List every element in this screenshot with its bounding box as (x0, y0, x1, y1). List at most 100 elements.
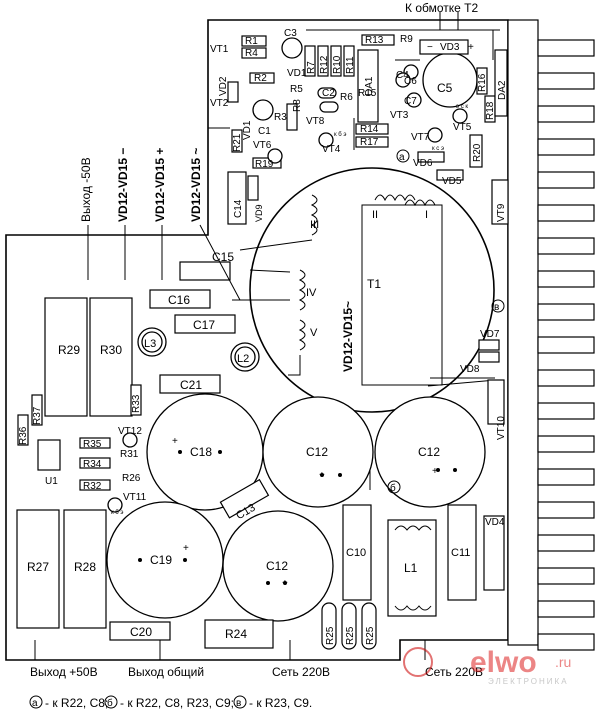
label-vd6: VD6 (413, 158, 433, 169)
winding-ii-coil (404, 199, 436, 207)
heatsink-fin (537, 270, 595, 288)
optocoupler-u1 (37, 439, 61, 471)
label-vd4: VD4 (485, 517, 505, 528)
label-c12-b: C12 (418, 445, 440, 459)
label-vt7: VT7 (411, 132, 430, 143)
label-r3: R3 (274, 112, 287, 123)
label-vd5: VD5 (442, 176, 462, 187)
label-winding-iv: IV (306, 287, 317, 299)
heatsink-fin (537, 468, 595, 486)
resistor-r29 (44, 297, 88, 417)
label-r7: R7 (306, 61, 317, 74)
label-vt2: VT2 (210, 98, 229, 109)
cap-c16 (149, 289, 211, 309)
cap-c12-a (262, 396, 374, 508)
transformer-t1-outline (249, 167, 495, 413)
label-vd-tilde-inner: VD12-VD15~ (341, 301, 355, 372)
label-l2: L2 (237, 353, 249, 365)
svg-text:- к R23, C9.: - к R23, C9. (249, 696, 312, 710)
heatsink-fin (537, 72, 595, 90)
svg-text:- к R22, C8;: - к R22, C8; (45, 696, 108, 710)
component-labels: R29 R30 R27 R28 R24 C16 C17 C21 C15 C20 … (18, 28, 508, 645)
resistor-r25-a (321, 602, 337, 650)
resistor-r33 (130, 384, 142, 416)
cap-c11 (447, 504, 477, 601)
cap-c12-c (222, 510, 334, 622)
resistor-r28 (63, 509, 107, 629)
label-c17: C17 (193, 318, 215, 332)
label-r37: R37 (32, 406, 43, 425)
diode-vd7 (478, 339, 500, 351)
label-c4: C4 (396, 70, 409, 81)
resistor-r11 (343, 45, 355, 77)
label-c20: C20 (130, 625, 152, 639)
label-r24: R24 (225, 627, 247, 641)
label-vt12: VT12 (118, 426, 142, 437)
cap-c14 (227, 171, 247, 225)
label-r17: R17 (360, 137, 379, 148)
transistor-vt11 (107, 497, 123, 513)
svg-text:+: + (172, 436, 178, 447)
label-r25-b: R25 (345, 626, 356, 645)
ic-da2 (494, 49, 508, 117)
heatsink-fin (537, 501, 595, 519)
label-winding-v: V (310, 327, 318, 339)
heatsink-fin (537, 534, 595, 552)
label-r25-c: R25 (365, 626, 376, 645)
cap-c3 (281, 37, 303, 59)
label-vt6: VT6 (253, 140, 272, 151)
label-r32: R32 (83, 481, 102, 492)
label-winding-ii: II (372, 209, 378, 221)
svg-text:в: в (494, 302, 499, 313)
winding-iv-coil (298, 269, 306, 311)
label-r11: R11 (345, 56, 356, 74)
resistor-r36 (17, 414, 29, 446)
cap-c21 (159, 374, 221, 394)
svg-text:−: − (427, 42, 433, 53)
label-vd-tilde: VD12-VD15 ~ (189, 148, 203, 222)
svg-text:+: + (468, 42, 474, 53)
heatsink-fin (537, 105, 595, 123)
transistor-vt7 (427, 127, 443, 143)
resistor-r17 (355, 136, 389, 148)
svg-text:elwo: elwo (470, 646, 537, 679)
heatsink-fin (537, 171, 595, 189)
top-label: К обмотке Т2 (405, 1, 478, 15)
leads-right (369, 377, 497, 490)
label-r5: R5 (290, 84, 303, 95)
label-vt4: VT4 (322, 144, 341, 155)
choke-l1 (387, 519, 437, 617)
watermark-logo: elwo .ru ЭЛЕКТРОНИКА (403, 646, 571, 686)
label-out-plus50: Выход +50В (30, 665, 98, 679)
diode-vd8 (478, 351, 500, 363)
svg-text:в: в (236, 698, 241, 709)
resistor-r37 (31, 394, 43, 426)
label-vt9: VT9 (496, 203, 507, 222)
label-r18: R18 (485, 101, 496, 120)
label-vt1: VT1 (210, 44, 229, 55)
label-r34: R34 (83, 459, 102, 470)
label-r14: R14 (360, 124, 379, 135)
marker-a: а (396, 149, 410, 163)
label-c3: C3 (284, 28, 297, 39)
label-vd7: VD7 (480, 329, 500, 340)
cap-c17 (174, 314, 236, 334)
label-r19: R19 (255, 159, 274, 170)
resistor-r2 (249, 72, 275, 84)
heatsink-fin (537, 600, 595, 618)
transistor-vt6 (267, 148, 283, 164)
label-kbe: к б э (334, 132, 346, 138)
label-kbe2: к б э (111, 510, 123, 516)
label-winding-i: I (425, 209, 428, 221)
label-c10: C10 (346, 547, 366, 559)
label-c19: C19 (150, 553, 172, 567)
label-vd9: VD9 (254, 204, 264, 222)
resistor-r35 (79, 437, 111, 449)
resistor-r32 (79, 479, 111, 491)
label-r28: R28 (74, 560, 96, 574)
cap-c2 (317, 87, 337, 99)
resistor-r14 (355, 123, 389, 135)
label-c11: C11 (451, 547, 470, 559)
